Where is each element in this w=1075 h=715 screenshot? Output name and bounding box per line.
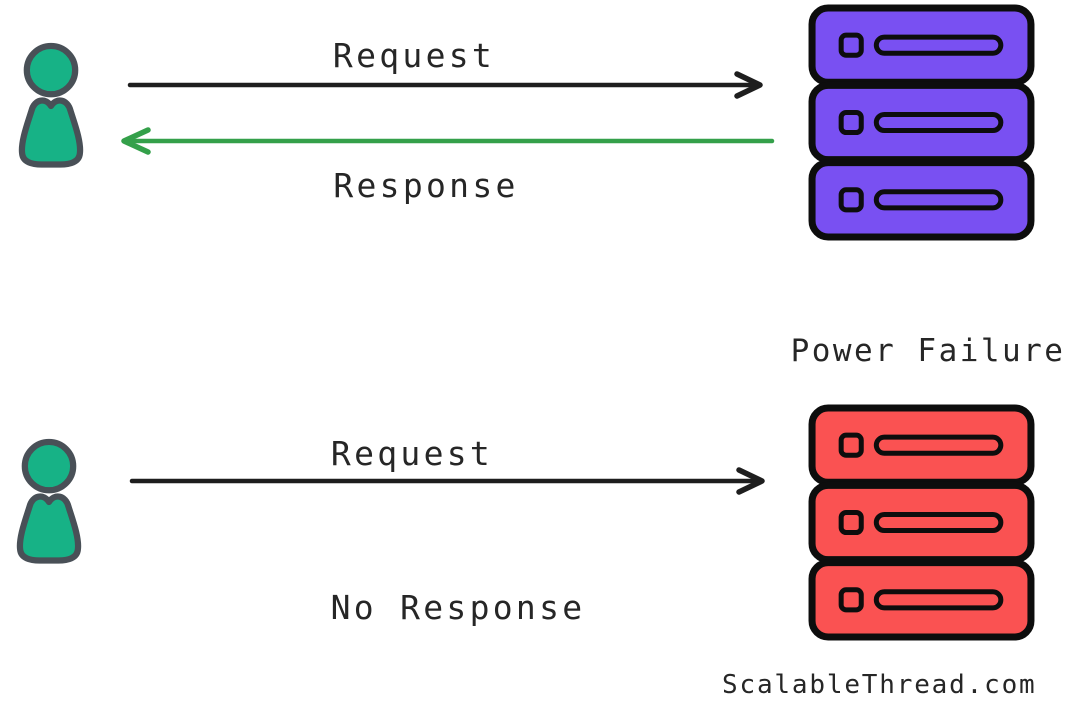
server-unit bbox=[808, 481, 1035, 564]
server-unit bbox=[808, 559, 1035, 641]
user-head-shape bbox=[23, 42, 79, 98]
request-arrow bbox=[129, 467, 765, 495]
power-failure-label: Power Failure bbox=[790, 333, 1066, 369]
request-label: Request bbox=[330, 434, 494, 473]
user-icon bbox=[16, 438, 82, 564]
response-label: Response bbox=[333, 166, 519, 205]
server-unit bbox=[808, 81, 1035, 164]
request-label: Request bbox=[332, 36, 496, 75]
user-body-shape bbox=[16, 493, 82, 564]
user-body-shape bbox=[18, 97, 84, 168]
server-unit bbox=[808, 159, 1035, 241]
server-unit bbox=[808, 404, 1035, 486]
server-stack-icon bbox=[808, 4, 1035, 241]
watermark-text: ScalableThread.com bbox=[722, 670, 1037, 700]
response-arrow bbox=[121, 127, 775, 155]
no-response-label: No Response bbox=[330, 588, 586, 627]
server-unit bbox=[808, 4, 1035, 86]
user-head-shape bbox=[21, 438, 77, 494]
request-arrow bbox=[127, 71, 763, 99]
user-icon bbox=[18, 42, 84, 168]
failed-server-stack-icon bbox=[808, 404, 1035, 641]
